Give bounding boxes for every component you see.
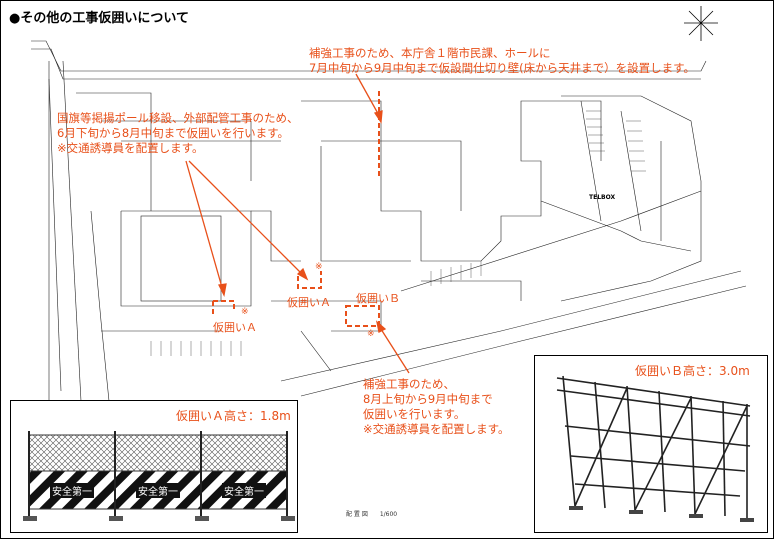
- fence-sign-3: 安全第一: [222, 483, 266, 498]
- telbox-label: TELBOX: [589, 194, 616, 201]
- inset-b-scaffold-drawing: [556, 375, 754, 522]
- inset-a-fence-drawing: [23, 431, 295, 521]
- inset-enclosure-a: 仮囲いＡ高さ：1.8m: [10, 400, 298, 533]
- note-top-right-line-2: 7月中旬から9月中旬まで仮設間仕切り壁(床から天井まで）を設置します。: [309, 61, 695, 75]
- fence-sign-1: 安全第一: [50, 483, 94, 498]
- inset-enclosure-b: 仮囲いＢ高さ：3.0m: [534, 355, 768, 533]
- note-bottom-line-1: 補強工事のため、: [363, 377, 455, 391]
- note-bottom: 補強工事のため、 8月上旬から9月中旬まで 仮囲いを行います。 ※交通誘導員を配…: [363, 377, 509, 437]
- note-top-right: 補強工事のため、本庁舎１階市民課、ホールに 7月中旬から9月中旬まで仮設間仕切り…: [309, 46, 695, 76]
- enclosure-b-label: 仮囲いＢ: [356, 292, 400, 305]
- note-left-line-1: 国旗等掲揚ポール移設、外部配管工事のため、: [57, 111, 299, 125]
- note-bottom-line-2: 8月上旬から9月中旬まで: [363, 392, 493, 406]
- note-bottom-line-4: ※交通誘導員を配置します。: [363, 422, 510, 436]
- enclosure-a-label-upper: 仮囲いＡ: [287, 296, 331, 309]
- inset-a-title: 仮囲いＡ高さ：1.8m: [176, 409, 291, 423]
- note-left-line-3: ※交通誘導員を配置します。: [57, 141, 204, 155]
- fence-sign-2: 安全第一: [136, 483, 180, 498]
- note-left: 国旗等掲揚ポール移設、外部配管工事のため、 6月下旬から8月中旬まで仮囲いを行い…: [57, 111, 299, 156]
- asterisk-mark-a: ※: [241, 307, 249, 317]
- enclosure-a-label-lower: 仮囲いＡ: [213, 321, 257, 334]
- note-left-line-2: 6月下旬から8月中旬まで仮囲いを行います。: [57, 126, 289, 140]
- scale-label: 配 置 図 1/600: [346, 511, 398, 518]
- note-top-right-line-1: 補強工事のため、本庁舎１階市民課、ホールに: [309, 46, 551, 60]
- asterisk-mark-a2: ※: [315, 262, 323, 272]
- inset-b-title: 仮囲いＢ高さ：3.0m: [635, 364, 750, 378]
- page-title: ●その他の工事仮囲いについて: [9, 11, 189, 26]
- note-bottom-line-3: 仮囲いを行います。: [363, 407, 466, 421]
- asterisk-mark-b: ※: [367, 329, 375, 339]
